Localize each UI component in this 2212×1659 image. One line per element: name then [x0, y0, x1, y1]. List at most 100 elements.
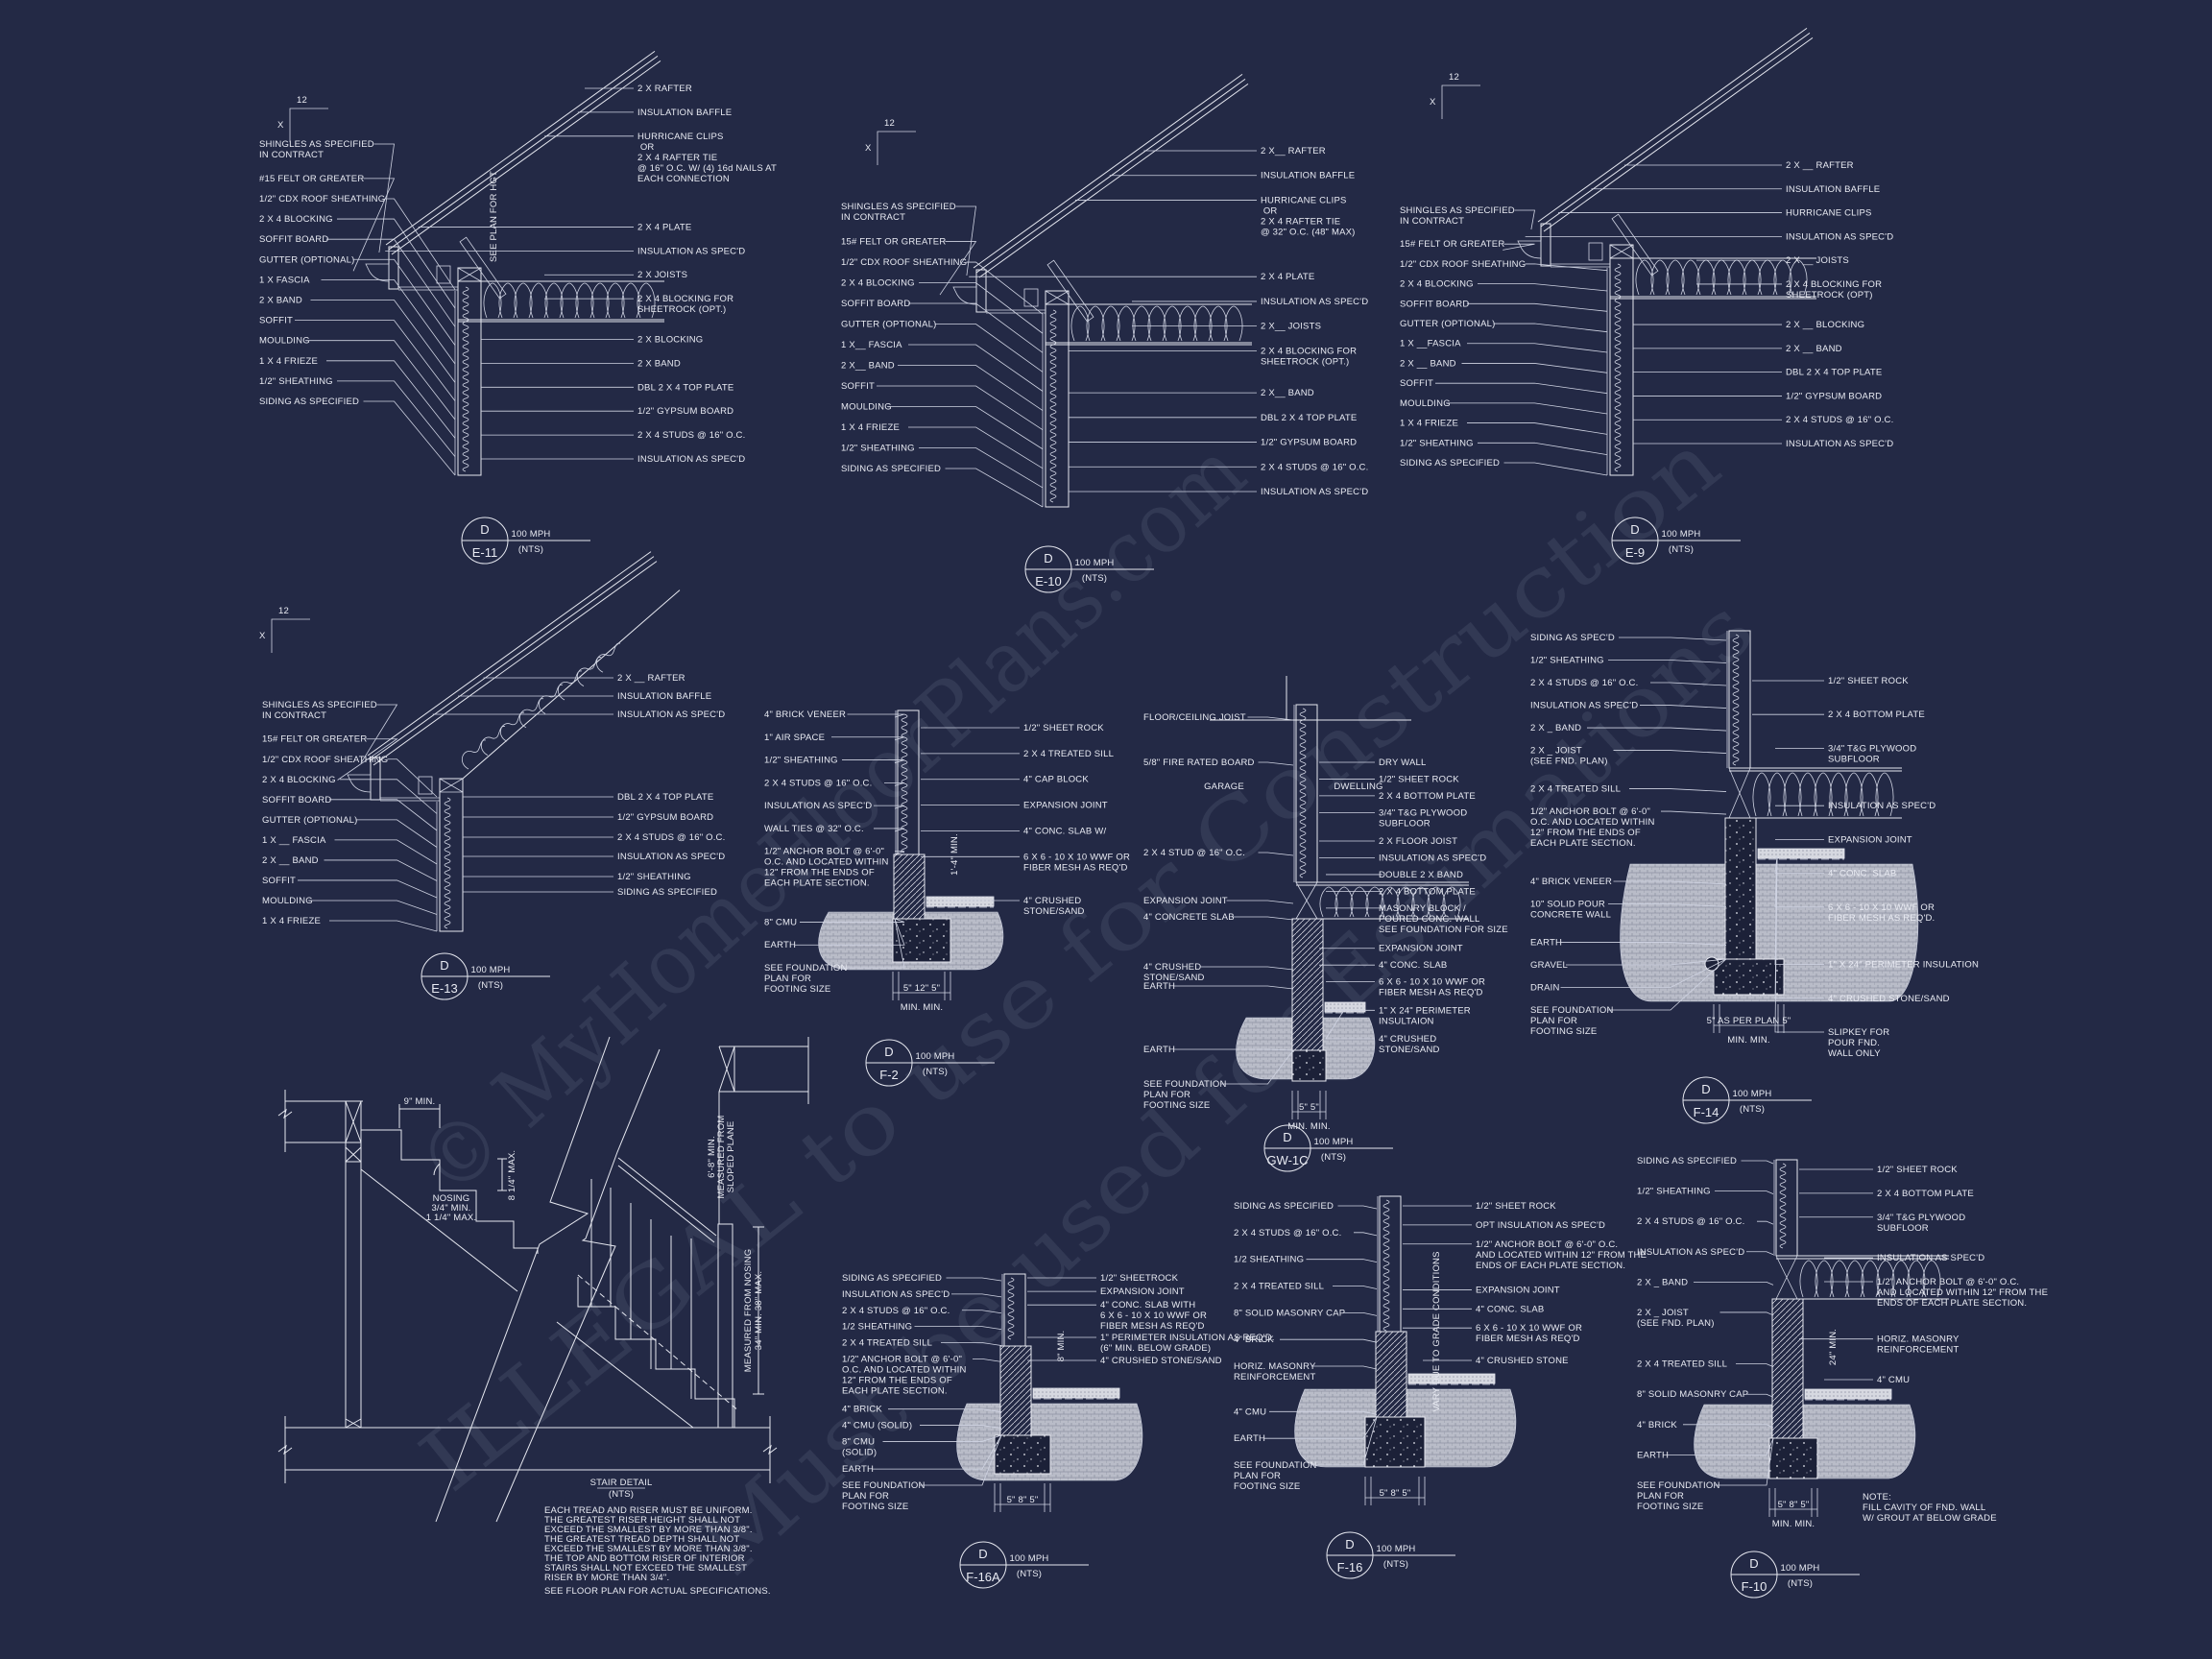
concrete-slab — [1032, 1387, 1120, 1399]
callout-right: 1" X 24" PERIMETER INSULATION — [1828, 960, 1979, 971]
ceiling-line — [1210, 676, 1411, 721]
callout-left: 2 X 4 TREATED SILL — [1234, 1282, 1324, 1292]
leader-line — [310, 300, 456, 383]
callout-left: 1/2" SHEATHING — [764, 756, 838, 766]
leader-line — [1608, 958, 1727, 1011]
wind-speed-label: 100 MPH — [1780, 1563, 1819, 1574]
floor-joist — [1296, 881, 1469, 920]
top-plate — [439, 778, 464, 793]
callout-right: 1/2" SHEET ROCK — [1023, 723, 1104, 733]
leader-line — [908, 426, 1044, 469]
gutter — [1517, 240, 1542, 259]
callout-left: 8" CMU(SOLID) — [842, 1436, 877, 1457]
room-dwelling: DWELLING — [1334, 781, 1382, 792]
wind-speed-label: 100 MPH — [1009, 1553, 1048, 1564]
callout-left: 2 X 4 STUDS @ 16" O.C. — [1530, 678, 1638, 688]
leader-line — [1683, 1424, 1774, 1429]
leader-line — [1269, 1410, 1378, 1415]
concrete-slab — [926, 896, 995, 907]
callout-left: 2 X 4 TREATED SILL — [842, 1338, 932, 1349]
callout-left: EARTH — [764, 940, 796, 950]
leader-line — [966, 261, 1044, 315]
roof-rafter — [385, 50, 661, 255]
leader-line — [337, 738, 398, 781]
callout-right: OPT INSULATION AS SPEC'D — [1476, 1220, 1605, 1231]
callout-right: 2 X __ RAFTER — [1786, 160, 1854, 171]
callout-left: 1/2 SHEATHING — [842, 1322, 912, 1333]
roof-rafter — [1537, 27, 1814, 232]
leader-line — [1311, 1365, 1378, 1370]
post-blocking — [345, 1100, 362, 1429]
soffit — [398, 286, 458, 291]
callout-right: 2 X __ RAFTER — [617, 673, 685, 684]
leader-line — [1715, 1190, 1774, 1194]
band-joist — [1295, 881, 1318, 920]
soffit — [380, 797, 440, 802]
stair-note: SEE FLOOR PLAN FOR ACTUAL SPECIFICATIONS… — [544, 1586, 771, 1597]
leader-line — [1757, 1220, 1774, 1225]
callout-right: 1/2" SHEET ROCK — [1379, 774, 1459, 784]
callout-right: DBL 2 X 4 TOP PLATE — [617, 792, 713, 803]
stair-note: THE GREATEST TREAD DEPTH SHALL NOT — [544, 1534, 739, 1545]
leader-line — [1333, 1286, 1378, 1289]
handrail — [617, 1157, 717, 1243]
leader-line — [1719, 1311, 1774, 1316]
callout-left: SIDING AS SPECIFIED — [842, 1273, 942, 1284]
callout-right: 4" CRUSHED STONE/SAND — [1100, 1356, 1222, 1366]
callout-right: 2 X JOISTS — [637, 270, 687, 280]
detail-tag-letter: D — [1630, 522, 1639, 537]
leader-line — [898, 365, 1044, 411]
callout-left: 4" BRICK — [1234, 1334, 1274, 1345]
detail-f-10: 5" 8" 5"MIN. MIN.24" MIN.NOTE:FILL CAVIT… — [1637, 1156, 2048, 1599]
callout-left: 2 X 4 STUDS @ 16" O.C. — [1637, 1216, 1744, 1227]
callout-left: 1 X __ FASCIA — [262, 835, 326, 846]
leader-line — [1467, 302, 1608, 312]
leader-line — [920, 1425, 1002, 1429]
callout-left: 8" SOLID MASONRY CAP — [1234, 1308, 1345, 1318]
top-plate — [457, 267, 482, 282]
callout-right: 4" CONC. SLAB — [1828, 869, 1896, 879]
callout-left: INSULATION AS SPEC'D — [842, 1289, 950, 1300]
slope-run-label: X — [259, 631, 266, 641]
leader-line — [1503, 462, 1608, 476]
callout-left: 1 X __FASCIA — [1400, 339, 1461, 349]
callout-left: EARTH — [1143, 981, 1175, 992]
leader-line — [1613, 750, 1727, 754]
callout-left: DRAIN — [1530, 982, 1560, 993]
callout-left: 2 X 4 TREATED SILL — [1637, 1359, 1727, 1370]
foundation-wall — [1291, 918, 1324, 1051]
leader-line — [945, 468, 1044, 508]
blocking — [1023, 288, 1039, 307]
leader-line — [1337, 1205, 1378, 1210]
footing-dims: 5" 12" 5" — [903, 983, 940, 994]
insulation-icon — [1779, 1163, 1787, 1249]
leader-line — [1650, 682, 1727, 686]
callout-right: 2 X__ BAND — [1261, 388, 1314, 398]
floor-joist — [1776, 1255, 1949, 1300]
break-line-1 — [435, 1036, 611, 1523]
leader-line — [1514, 209, 1535, 230]
callout-left: 15# FELT OR GREATER — [841, 237, 946, 248]
callout-left: 1 X 4 FRIEZE — [1400, 419, 1458, 429]
wall-studs — [1775, 1159, 1798, 1257]
insulation-icon — [1799, 1260, 1941, 1298]
leader-line — [1493, 323, 1608, 333]
break-mark — [277, 1416, 778, 1483]
leader-line — [939, 241, 977, 296]
callout-right: 2 X __ JOISTS — [1786, 255, 1849, 266]
callout-left: INSULATION AS SPEC'D — [1637, 1247, 1744, 1258]
callout-right: 2 X 4 BOTTOM PLATE — [1828, 709, 1925, 720]
callout-left: 2 X __ BAND — [262, 855, 319, 866]
callout-left: SIDING AS SPECIFIED — [841, 464, 941, 474]
callout-right: 2 X 4 STUDS @ 16" O.C. — [1786, 415, 1893, 425]
leader-line — [920, 1434, 1002, 1486]
